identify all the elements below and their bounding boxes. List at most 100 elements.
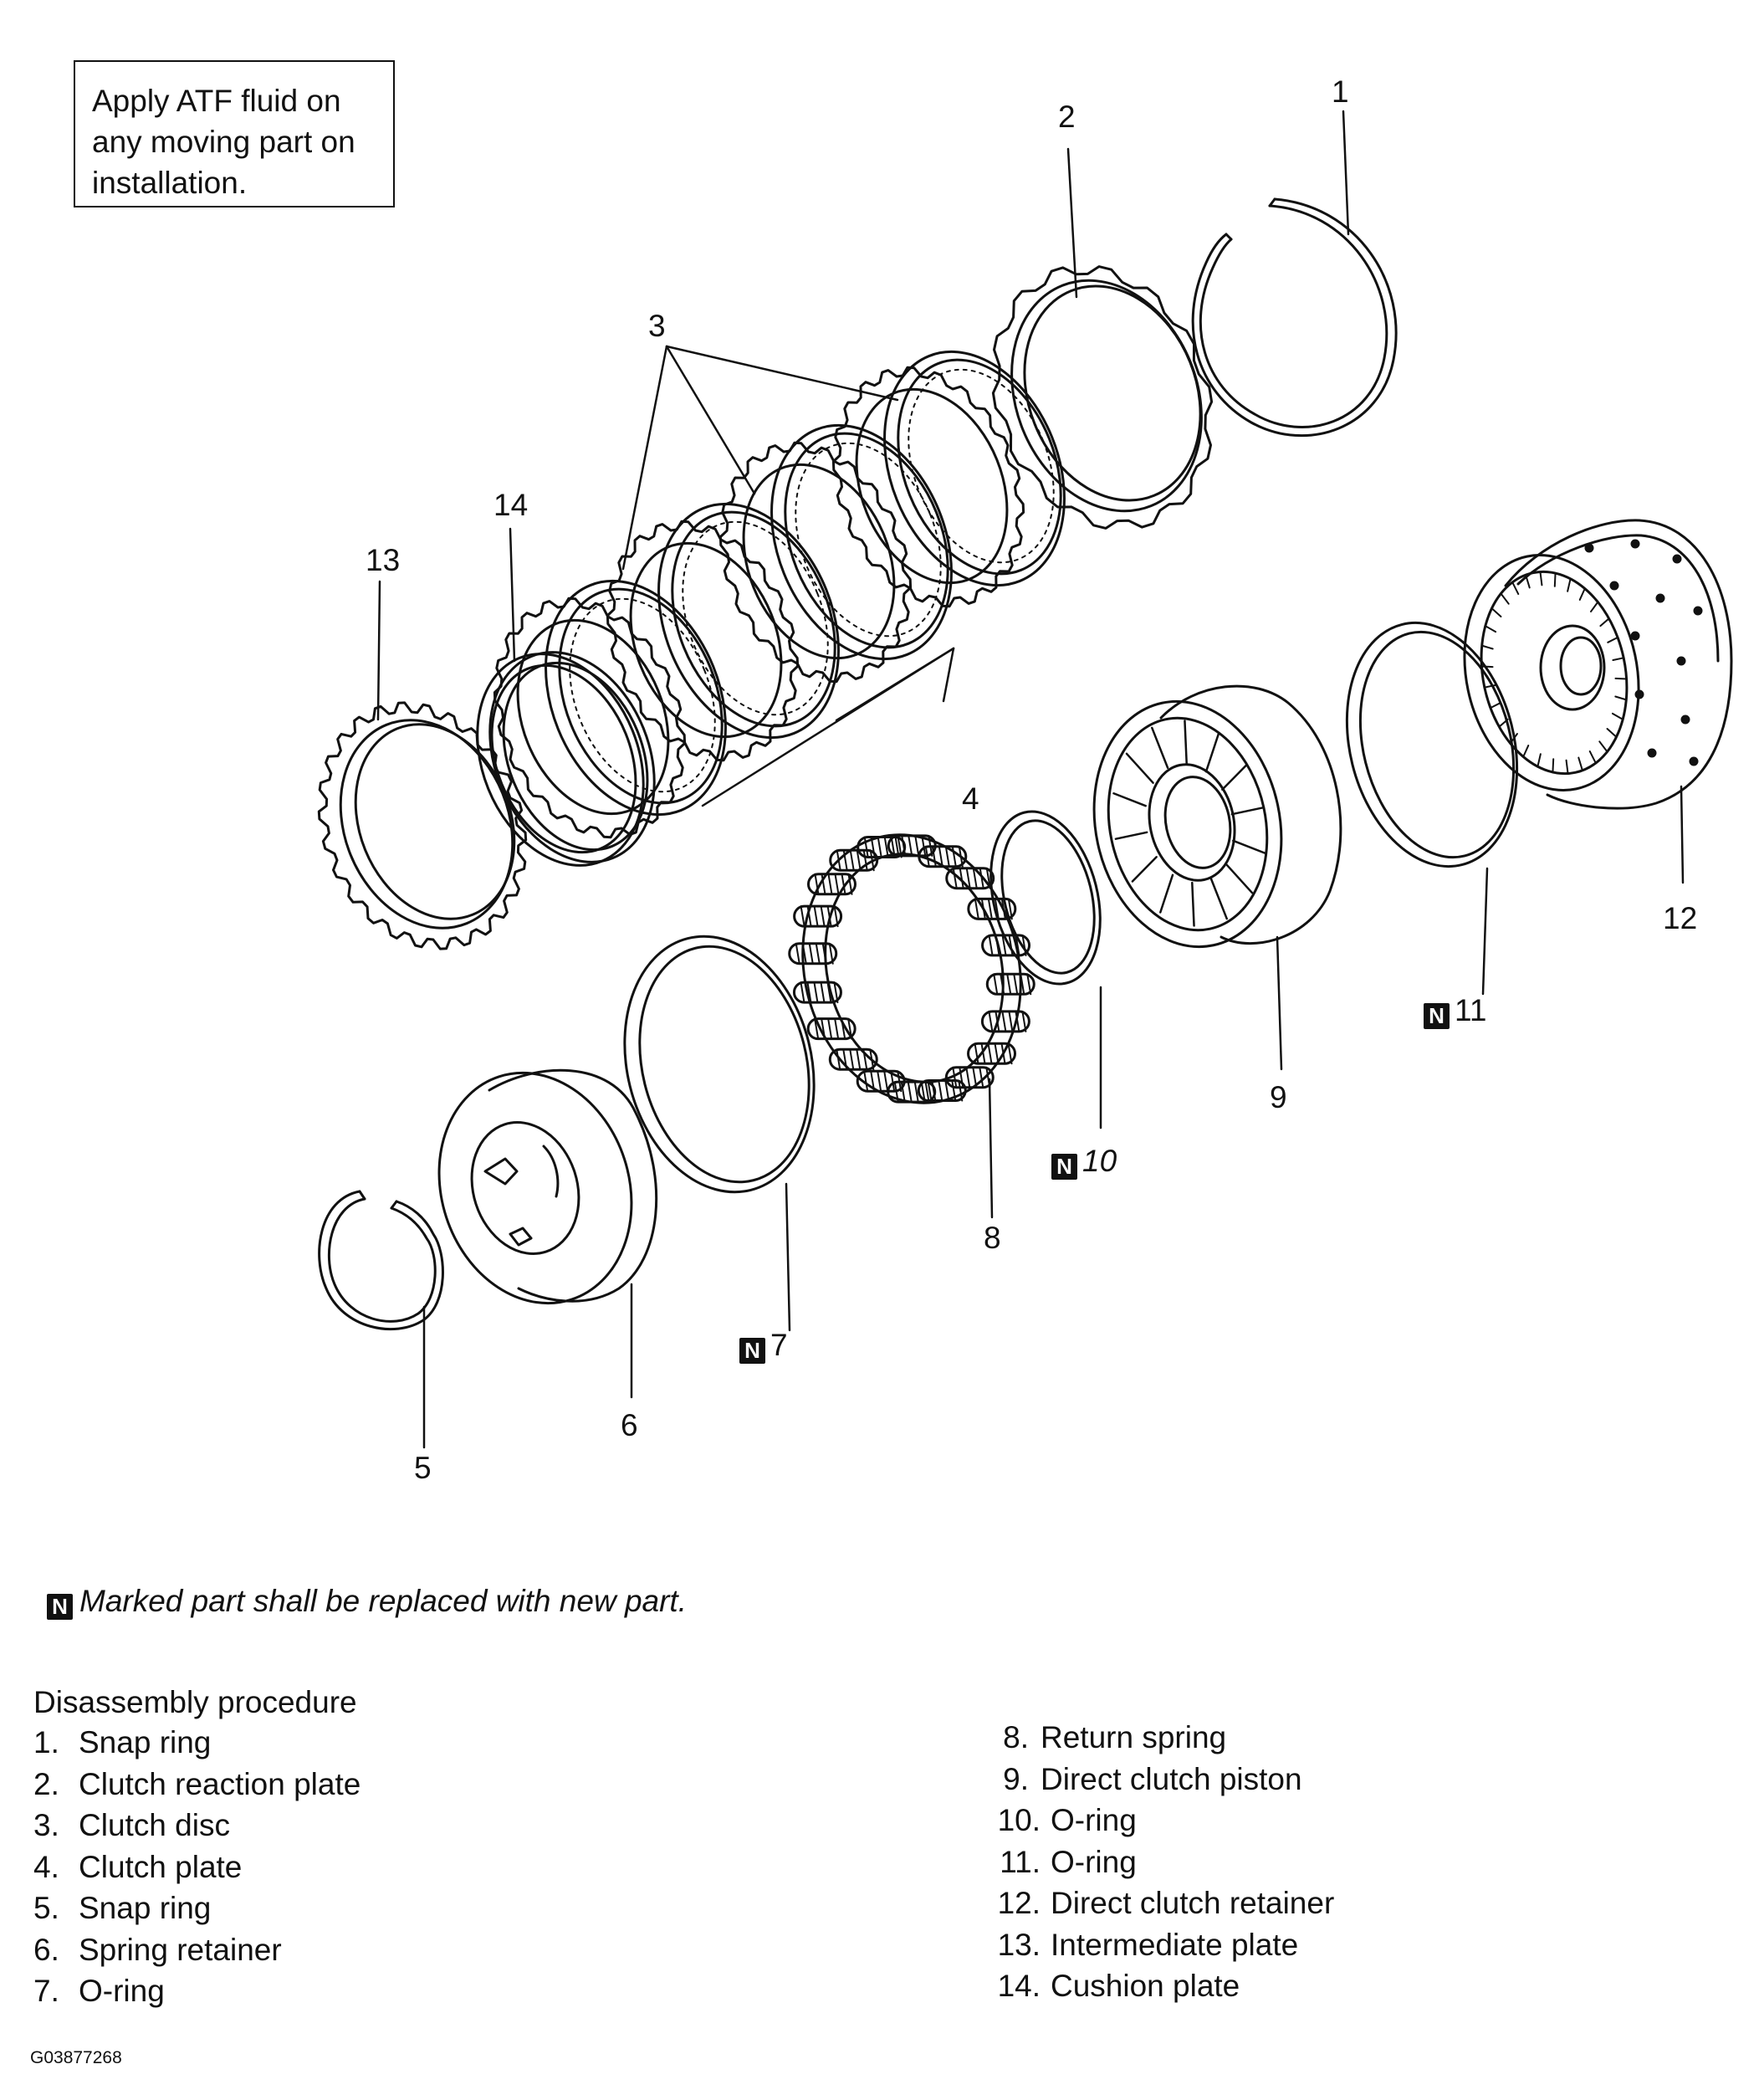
spring-coil [967,897,1017,920]
direct-clutch-piston-9 [1092,684,1342,949]
retainer-spline [1552,758,1555,773]
retainer-spline [1491,607,1502,617]
retainer-spline [1480,644,1494,650]
retainer-spline [1537,753,1542,768]
note-line: any moving part on [92,125,355,159]
callout-9: 9 [1270,1080,1287,1114]
list-item: 5.Snap ring [33,1891,212,1925]
spring-coil [793,904,843,928]
clutch-plate [831,366,1025,608]
retainer-spline [1606,728,1618,738]
callout-4: 4 [962,781,979,816]
clutch-plate [718,441,913,684]
piston-spoke [1184,720,1188,766]
intermediate-plate-13 [317,701,528,950]
piston-spoke [1151,726,1169,769]
retainer-spline [1577,756,1583,771]
retainer-spline [1614,695,1628,701]
list-item: 14.Cushion plate [997,1969,1240,2003]
retainer-spline [1511,581,1520,596]
cushion-plate-14 [476,651,656,867]
list-item: 10.O-ring [997,1803,1137,1837]
list-item: 9.Direct clutch piston [1003,1761,1302,1796]
clutch-disc [770,423,953,661]
retainer-spline [1607,636,1619,643]
callout-2: 2 [1058,100,1076,134]
retainer-spline [1483,684,1496,689]
list-item: 3.Clutch disc [33,1808,230,1842]
retainer-spline [1489,702,1501,709]
retainer-spline [1539,571,1543,586]
retainer-spline [1599,617,1610,627]
clutch-disc [657,502,840,740]
spring-coil [917,1079,967,1103]
spring-coil [806,873,856,896]
retainer-spline [1509,733,1518,745]
note-line: installation. [92,166,248,200]
new-part-icon: N [47,1594,73,1620]
retainer-spline [1598,740,1608,753]
o-ring-7 [623,935,816,1194]
spring-coil [945,867,995,890]
new-part-icon: N [739,1338,765,1364]
spring-coil [792,981,842,1004]
figure-code: G03877268 [30,2048,122,2067]
retainer-hole [1676,656,1686,666]
retainer-spline [1578,587,1586,601]
piston-spoke [1159,873,1174,914]
retainer-spline [1565,759,1569,775]
piston-spoke [1125,752,1154,784]
spring-coil [856,1069,906,1093]
retainer-hole [1655,593,1665,603]
retainer-spline [1484,625,1497,633]
piston-spoke [1209,878,1228,920]
spring-coil [967,1042,1017,1065]
retainer-hole [1647,748,1657,758]
piston-spoke [1191,881,1195,927]
retainer-hole [1672,554,1682,564]
list-item: 7.O-ring [33,1974,165,2008]
clutch-disc [545,579,727,817]
snap-ring-1 [1191,197,1398,438]
procedure-title: Disassembly procedure [33,1685,357,1719]
o-ring-10 [989,810,1102,986]
retainer-spline [1553,572,1557,587]
retainer-spline [1611,712,1624,720]
retainer-hole [1689,756,1699,766]
retainer-spline [1588,750,1597,765]
list-item: 1.Snap ring [33,1725,212,1759]
piston-spoke [1114,831,1148,840]
list-item: 12.Direct clutch retainer [997,1886,1335,1920]
list-item: 4.Clutch plate [33,1849,243,1884]
o-ring-11 [1345,621,1519,868]
spring-coil [985,972,1035,996]
piston-spoke [1112,791,1147,807]
leader-lines [376,110,1685,1449]
piston-spoke [1131,856,1158,883]
retainer-spline [1480,665,1494,668]
callout-6: 6 [621,1408,638,1442]
callout-1: 1 [1332,74,1349,109]
direct-clutch-retainer-12 [1463,519,1733,810]
piston-spoke [1225,863,1254,894]
return-spring-8 [788,833,1035,1104]
retainer-hole [1609,581,1619,591]
piston-spoke [1221,764,1248,791]
retainer-hole [1630,631,1640,641]
retainer-spline [1612,657,1625,662]
retainer-hole [1634,689,1644,699]
spring-coil [828,1047,878,1071]
spring-coil [918,845,968,868]
retainer-spline [1522,745,1530,758]
spring-coil [788,942,838,965]
clutch-plate [493,597,687,839]
clutch-plate [606,520,800,762]
callout-12: 12 [1663,901,1698,935]
piston-spoke [1232,839,1266,855]
spring-retainer-6 [437,1068,658,1305]
callout-5: 5 [414,1451,432,1485]
